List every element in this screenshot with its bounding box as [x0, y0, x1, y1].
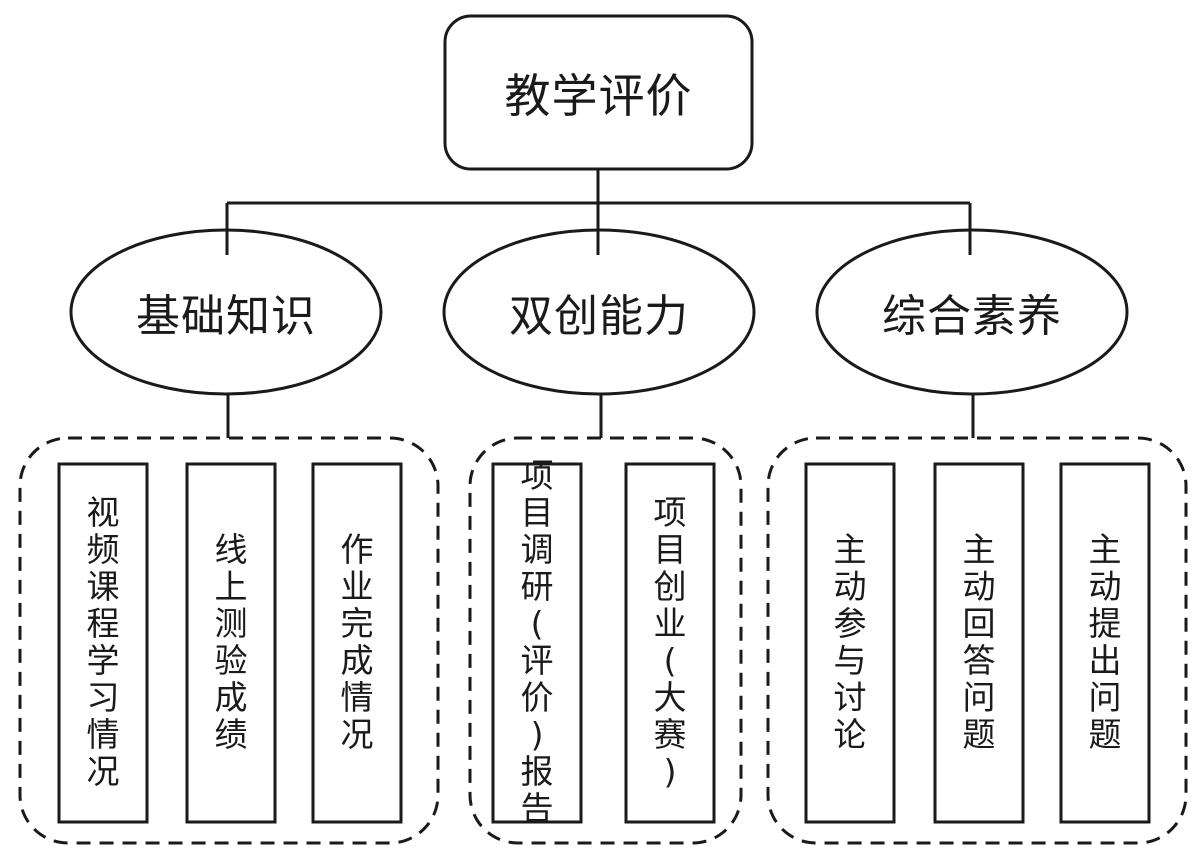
leaf-char: 出 [1088, 641, 1122, 680]
leaf-char: 大 [653, 677, 687, 717]
group-innovation [468, 436, 743, 845]
leaf-char: 问 [1088, 677, 1122, 717]
leaf-char: ) [530, 714, 544, 754]
leaf-char: 目 [520, 493, 554, 533]
leaf-char: ( [663, 641, 677, 680]
leaf-char: 程 [86, 604, 120, 644]
leaf-char: 验 [214, 641, 248, 680]
leaf-char: 报 [520, 751, 554, 791]
leaf-char: 调 [520, 530, 554, 570]
leaf-char: 成 [340, 641, 374, 680]
leaf-box-2 [185, 462, 277, 824]
leaf-char: 创 [653, 567, 687, 607]
leaf-char: 作 [340, 530, 374, 570]
leaf-char: 视 [86, 493, 120, 533]
leaf-char: 价 [520, 677, 554, 717]
leaf-char: 目 [653, 530, 687, 570]
group-basic [18, 436, 440, 845]
leaf-char: 线 [214, 530, 248, 570]
leaf-discussion: 主动参与讨论 [806, 464, 894, 822]
leaf-box-6 [804, 462, 896, 824]
leaf-char: 业 [653, 604, 687, 644]
leaf-box-4 [491, 462, 583, 824]
leaf-char: 论 [833, 714, 867, 754]
leaf-char: 参 [833, 604, 867, 644]
root-label: 教学评价 [504, 68, 693, 123]
leaf-char: 业 [340, 567, 374, 607]
leaf-char: 告 [520, 788, 554, 828]
category-label-innovation: 双创能力 [509, 291, 689, 342]
leaf-char: 主 [1088, 530, 1122, 570]
leaf-char: 习 [86, 677, 120, 717]
leaf-ask-questions: 主动提出问题 [1061, 464, 1149, 822]
category-label-quality: 综合素养 [882, 291, 1062, 342]
leaf-char: 情 [340, 677, 374, 717]
leaf-char: ) [663, 751, 677, 791]
leaf-char: 上 [214, 567, 248, 607]
leaf-homework: 作业完成情况 [313, 464, 401, 822]
leaf-char: 主 [833, 530, 867, 570]
leaf-char: 项 [520, 456, 554, 496]
leaf-char: 动 [962, 567, 996, 607]
leaf-char: 况 [340, 714, 374, 754]
leaf-box-7 [933, 462, 1025, 824]
leaf-char: 项 [653, 493, 687, 533]
leaf-char: 主 [962, 530, 996, 570]
leaf-char: 况 [86, 751, 120, 791]
leaf-answer-questions: 主动回答问题 [935, 464, 1023, 822]
leaf-char: 动 [833, 567, 867, 607]
leaf-char: 赛 [653, 714, 687, 754]
leaf-char: 频 [86, 530, 120, 570]
leaf-research-report: 项目调研(评价)报告 [493, 457, 581, 826]
leaf-box-8 [1059, 462, 1151, 824]
category-node-innovation [442, 228, 756, 396]
leaf-char: 测 [214, 604, 248, 644]
leaf-char: 问 [962, 677, 996, 717]
leaf-box-1 [57, 462, 149, 824]
leaf-char: 题 [1088, 714, 1122, 754]
category-node-basic [69, 228, 383, 396]
leaf-char: 情 [86, 714, 120, 754]
leaf-entrepreneurship: 项目创业(大赛) [626, 464, 714, 822]
leaf-char: 回 [962, 604, 996, 644]
leaf-char: 动 [1088, 567, 1122, 607]
category-label-basic: 基础知识 [136, 291, 316, 342]
leaf-char: 与 [833, 641, 867, 680]
leaf-char: 评 [520, 641, 554, 680]
leaf-char: 绩 [214, 714, 248, 754]
group-quality [766, 436, 1188, 845]
leaf-online-quiz: 线上测验成绩 [187, 464, 275, 822]
leaf-video-course: 视频课程学习情况 [59, 464, 147, 822]
leaf-char: 成 [214, 677, 248, 717]
leaf-char: 答 [962, 641, 996, 680]
leaf-char: ( [530, 604, 544, 644]
leaf-char: 课 [86, 567, 120, 607]
leaf-char: 学 [86, 641, 120, 680]
leaf-box-3 [311, 462, 403, 824]
leaf-char: 题 [962, 714, 996, 754]
leaf-char: 研 [520, 567, 554, 607]
leaf-char: 提 [1088, 604, 1122, 644]
leaf-box-5 [624, 462, 716, 824]
leaf-char: 讨 [833, 677, 867, 717]
leaf-char: 完 [340, 604, 374, 644]
